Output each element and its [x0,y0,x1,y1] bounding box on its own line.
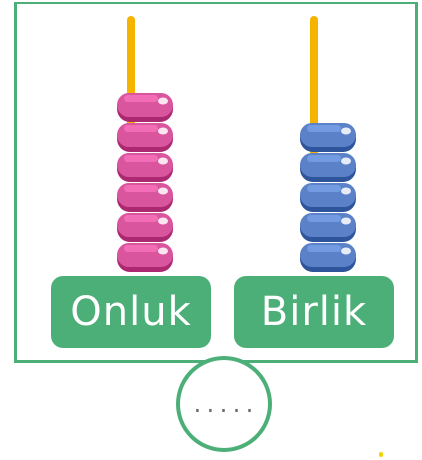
ones-bead [300,153,356,182]
decorative-dot [379,452,383,457]
tens-bead [117,213,173,242]
ones-bead [300,123,356,152]
answer-placeholder: ..... [191,393,257,417]
ones-rod [310,16,318,166]
ones-label: Birlik [234,276,394,348]
tens-bead [117,153,173,182]
tens-bead [117,93,173,122]
ones-bead [300,213,356,242]
tens-rod [127,16,135,136]
tens-bead [117,183,173,212]
answer-circle[interactable]: ..... [176,356,272,452]
tens-bead [117,123,173,152]
tens-bead [117,243,173,272]
tens-label: Onluk [51,276,211,348]
ones-bead [300,183,356,212]
ones-bead [300,243,356,272]
